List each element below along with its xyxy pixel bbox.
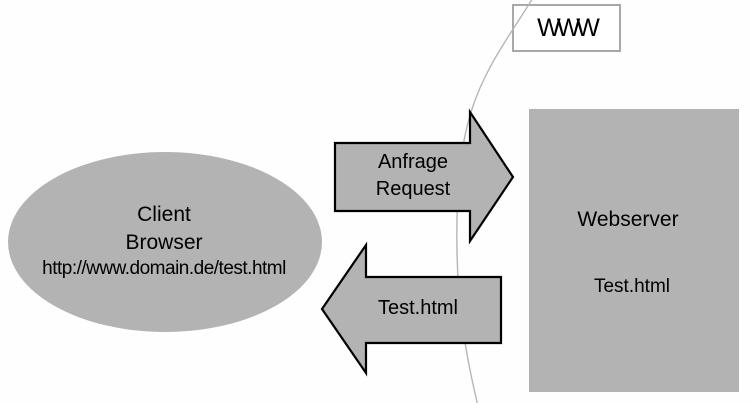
www-box	[512, 4, 621, 52]
request-arrow-label-en: Request	[375, 178, 451, 200]
webserver-file-label: Test.html	[593, 276, 671, 297]
request-arrow-label-de: Anfrage	[377, 151, 449, 173]
www-label: WWW	[537, 14, 600, 42]
client-url-label: http://www.domain.de/test.html	[42, 258, 286, 279]
webserver-box	[529, 109, 739, 392]
client-ellipse	[8, 152, 322, 332]
webserver-title: Webserver	[577, 208, 679, 231]
request-arrow-shape	[333, 108, 515, 245]
client-label-line1: Client	[137, 203, 191, 226]
request-arrow-label: Anfrage Request	[338, 149, 488, 203]
response-arrow-label: Test.html	[377, 297, 459, 319]
client-label-line2: Browser	[125, 231, 203, 254]
response-arrow-shape	[320, 241, 503, 377]
